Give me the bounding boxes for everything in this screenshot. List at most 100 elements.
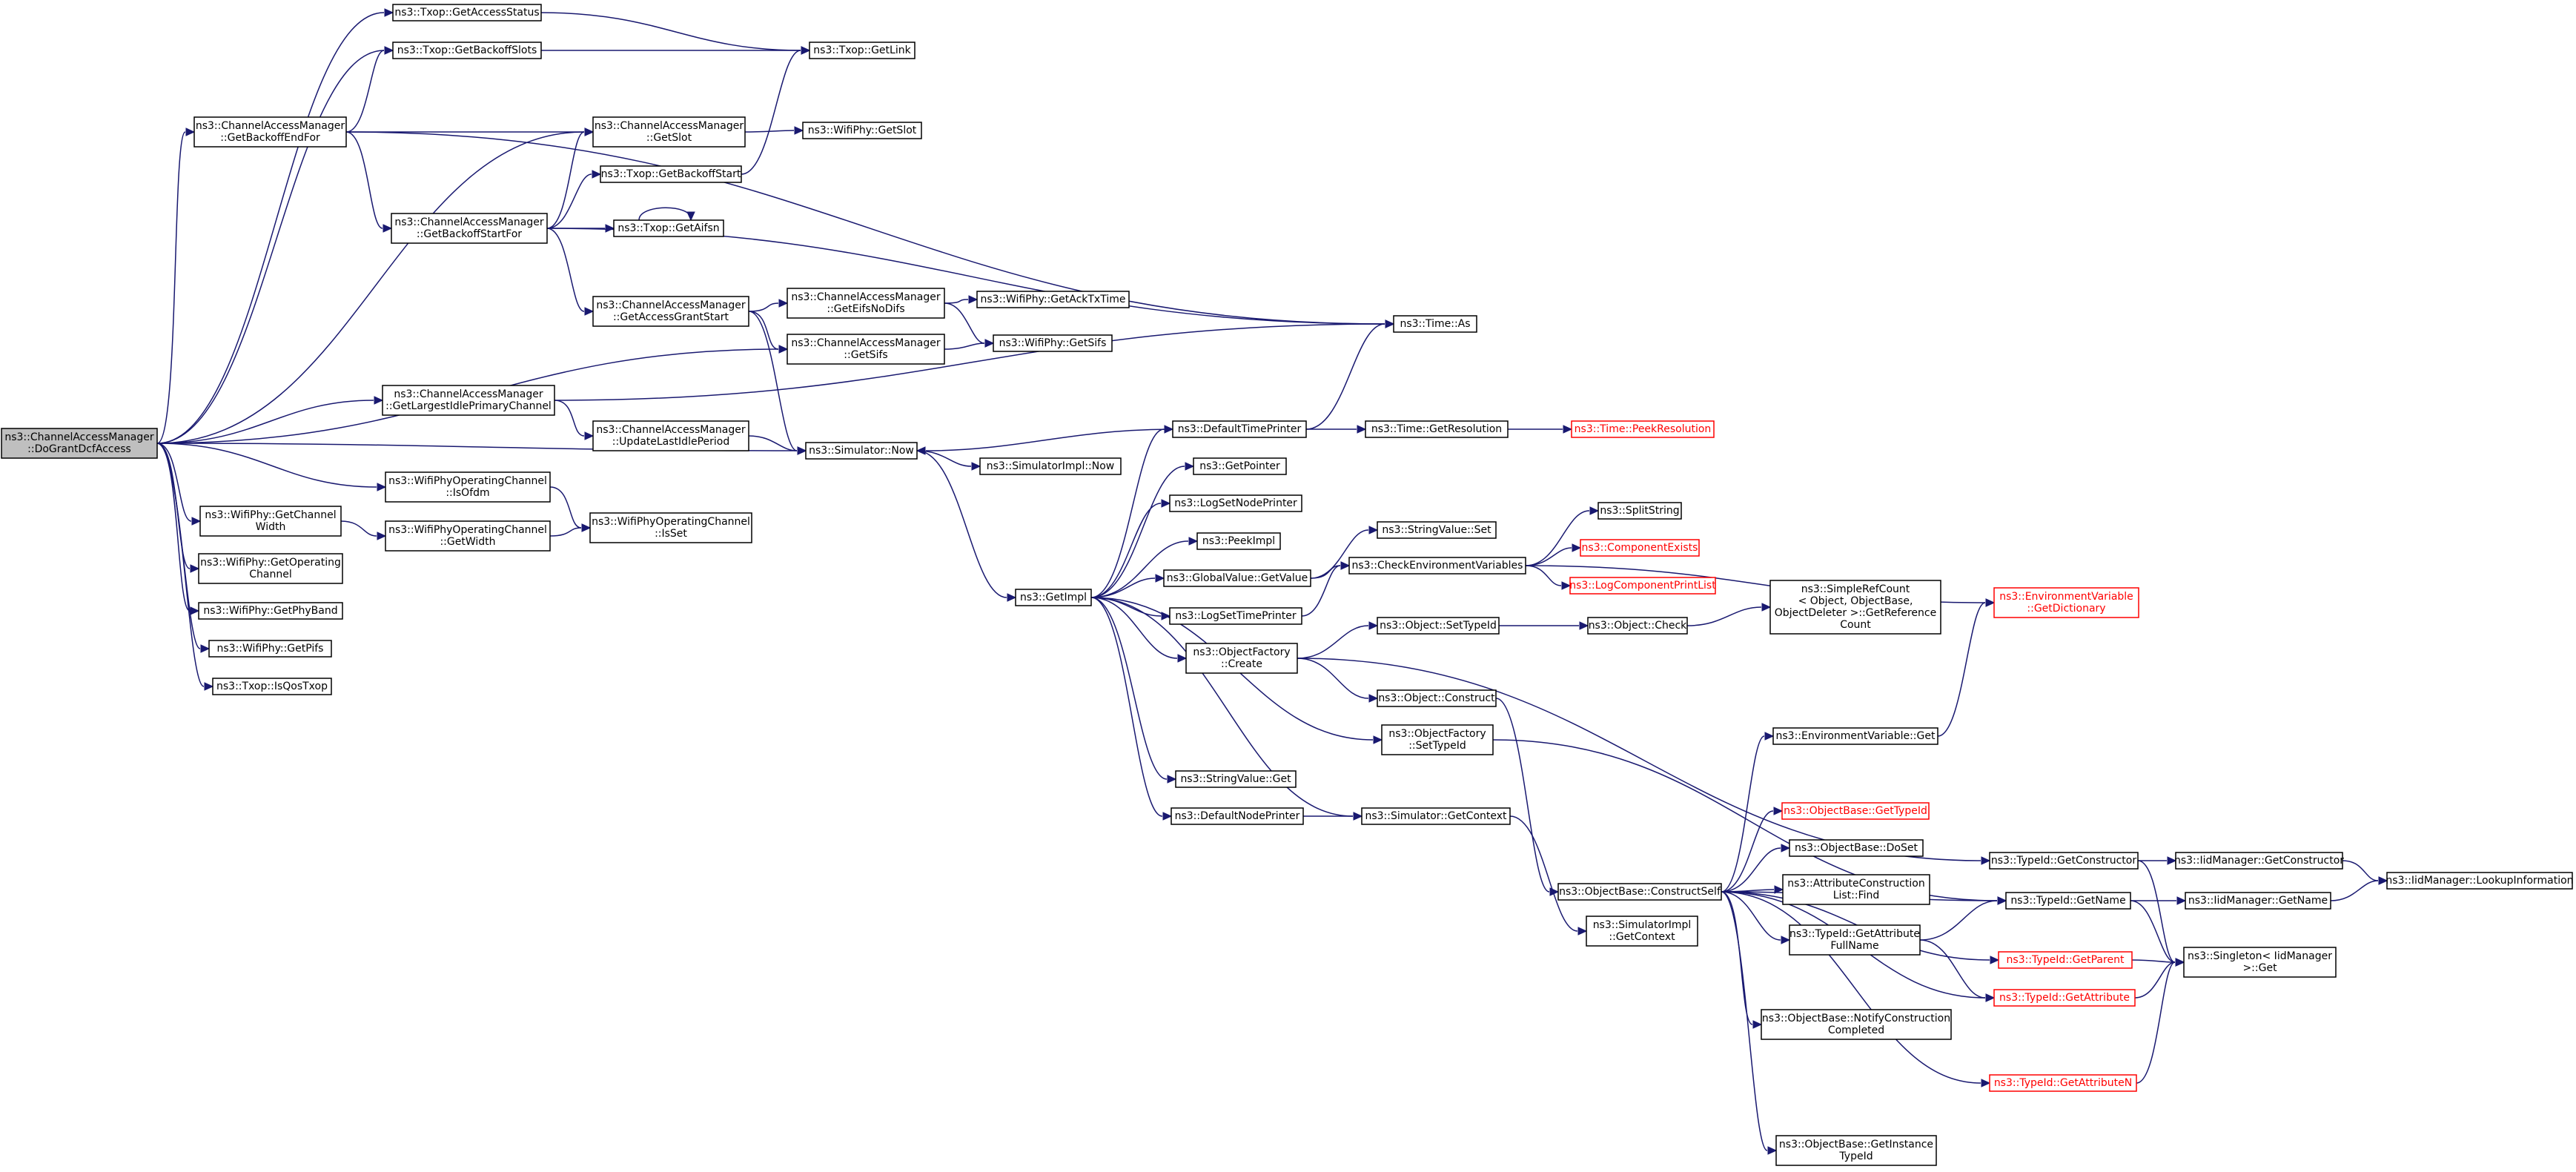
- node-get-largest-idle[interactable]: ns3::ChannelAccessManager::GetLargestIdl…: [382, 385, 555, 416]
- node-log-component-print-list[interactable]: ns3::LogComponentPrintList: [1569, 577, 1716, 595]
- node-type-id-get-constructor[interactable]: ns3::TypeId::GetConstructor: [1989, 852, 2139, 870]
- node-op-get-width[interactable]: ns3::WifiPhyOperatingChannel::GetWidth: [385, 520, 551, 552]
- node-object-set-type-id[interactable]: ns3::Object::SetTypeId: [1377, 617, 1500, 635]
- node-phy-get-slot[interactable]: ns3::WifiPhy::GetSlot: [802, 122, 922, 139]
- node-get-access-status[interactable]: ns3::Txop::GetAccessStatus: [392, 4, 542, 21]
- node-type-id-get-name[interactable]: ns3::TypeId::GetName: [2005, 892, 2131, 910]
- node-box: [1175, 770, 1297, 788]
- node-label: ::SetTypeId: [1408, 740, 1466, 752]
- node-get-phy-band[interactable]: ns3::WifiPhy::GetPhyBand: [198, 602, 343, 620]
- node-type-id-get-attribute[interactable]: ns3::TypeId::GetAttribute: [1993, 989, 2136, 1007]
- node-simple-ref-count[interactable]: ns3::SimpleRefCount< Object, ObjectBase,…: [1769, 580, 1941, 635]
- node-get-pointer[interactable]: ns3::GetPointer: [1193, 457, 1287, 475]
- node-update-last-idle[interactable]: ns3::ChannelAccessManager::UpdateLastIdl…: [592, 420, 749, 451]
- node-box: [1569, 577, 1716, 595]
- node-is-ofdm[interactable]: ns3::WifiPhyOperatingChannel::IsOfdm: [385, 471, 551, 503]
- node-string-value-set[interactable]: ns3::StringValue::Set: [1377, 521, 1497, 539]
- node-default-time-printer[interactable]: ns3::DefaultTimePrinter: [1172, 420, 1307, 438]
- edge-line: [340, 520, 377, 537]
- node-get-resolution[interactable]: ns3::Time::GetResolution: [1365, 420, 1509, 438]
- node-get-eifs-no-difs[interactable]: ns3::ChannelAccessManager::GetEifsNoDifs: [787, 288, 945, 319]
- arrowhead: [584, 307, 595, 316]
- node-type-id-get-attribute-n[interactable]: ns3::TypeId::GetAttributeN: [1989, 1074, 2137, 1092]
- node-object-check[interactable]: ns3::Object::Check: [1587, 617, 1688, 635]
- arrowhead: [584, 128, 595, 136]
- node-sim-impl-get-context[interactable]: ns3::SimulatorImpl::GetContext: [1586, 916, 1698, 947]
- node-log-set-node-printer[interactable]: ns3::LogSetNodePrinter: [1169, 494, 1302, 512]
- node-sim-get-context[interactable]: ns3::Simulator::GetContext: [1361, 807, 1511, 825]
- edge-root-to-get-operating-channel: [156, 443, 200, 573]
- node-get-link[interactable]: ns3::Txop::GetLink: [809, 42, 915, 59]
- node-default-node-printer[interactable]: ns3::DefaultNodePrinter: [1171, 807, 1304, 825]
- node-obj-base-get-type-id[interactable]: ns3::ObjectBase::GetTypeId: [1781, 802, 1930, 820]
- node-obj-base-do-set[interactable]: ns3::ObjectBase::DoSet: [1789, 839, 1924, 857]
- node-peek-impl[interactable]: ns3::PeekImpl: [1196, 532, 1281, 550]
- node-get-access-grant-start[interactable]: ns3::ChannelAccessManager::GetAccessGran…: [592, 296, 749, 327]
- arrowhead: [1353, 812, 1363, 821]
- node-get-backoff-end-for[interactable]: ns3::ChannelAccessManager::GetBackoffEnd…: [193, 116, 347, 148]
- node-split-string[interactable]: ns3::SplitString: [1597, 502, 1682, 520]
- edge-line: [156, 443, 205, 687]
- node-label: ns3::TypeId::GetConstructor: [1991, 855, 2136, 867]
- node-cam-get-sifs[interactable]: ns3::ChannelAccessManager::GetSifs: [787, 334, 945, 365]
- node-sim-impl-now[interactable]: ns3::SimulatorImpl::Now: [979, 457, 1122, 475]
- node-is-qos-txop[interactable]: ns3::Txop::IsQosTxop: [212, 678, 332, 695]
- node-cam-get-slot[interactable]: ns3::ChannelAccessManager::GetSlot: [592, 116, 746, 148]
- node-iid-get-name[interactable]: ns3::IidManager::GetName: [2185, 892, 2331, 910]
- arrowhead: [1177, 654, 1188, 663]
- node-type-id-get-parent[interactable]: ns3::TypeId::GetParent: [1998, 951, 2133, 969]
- edge-line: [156, 12, 385, 444]
- node-construct-self[interactable]: ns3::ObjectBase::ConstructSelf: [1557, 883, 1722, 901]
- arrowhead: [1752, 1020, 1763, 1029]
- node-label: ns3::Time::GetResolution: [1371, 423, 1502, 435]
- node-get-impl[interactable]: ns3::GetImpl: [1015, 589, 1092, 606]
- node-object-construct[interactable]: ns3::Object::Construct: [1377, 689, 1497, 707]
- node-get-backoff-start-for[interactable]: ns3::ChannelAccessManager::GetBackoffSta…: [391, 213, 548, 244]
- edge-check-env-vars-to-component-exists: [1525, 543, 1582, 566]
- node-check-env-vars[interactable]: ns3::CheckEnvironmentVariables: [1348, 557, 1526, 575]
- node-component-exists[interactable]: ns3::ComponentExists: [1580, 539, 1700, 557]
- node-get-backoff-slots[interactable]: ns3::Txop::GetBackoffSlots: [392, 42, 542, 59]
- edge-type-id-get-constructor-to-iid-get-constructor: [2138, 856, 2177, 865]
- node-singleton-get[interactable]: ns3::Singleton< IidManager>::Get: [2183, 947, 2337, 978]
- edge-line: [2134, 961, 2176, 999]
- node-op-is-set[interactable]: ns3::WifiPhyOperatingChannel::IsSet: [589, 512, 752, 543]
- node-time-as[interactable]: ns3::Time::As: [1393, 315, 1477, 333]
- edge-line: [156, 400, 374, 444]
- node-get-ack-tx-time[interactable]: ns3::WifiPhy::GetAckTxTime: [976, 291, 1130, 308]
- node-label: TypeId: [1838, 1151, 1873, 1162]
- edge-line: [1305, 323, 1385, 430]
- arrowhead: [2378, 876, 2388, 885]
- node-object-factory-set-type-id[interactable]: ns3::ObjectFactory::SetTypeId: [1381, 724, 1494, 755]
- node-sim-now[interactable]: ns3::Simulator::Now: [805, 442, 918, 460]
- node-env-var-get[interactable]: ns3::EnvironmentVariable::Get: [1772, 727, 1938, 745]
- node-phy-get-sifs[interactable]: ns3::WifiPhy::GetSifs: [993, 334, 1113, 352]
- node-global-value-get[interactable]: ns3::GlobalValue::GetValue: [1163, 569, 1311, 587]
- node-root[interactable]: ns3::ChannelAccessManager::DoGrantDcfAcc…: [1, 428, 158, 459]
- node-get-pifs[interactable]: ns3::WifiPhy::GetPifs: [208, 640, 332, 658]
- node-label: ns3::IidManager::GetName: [2188, 895, 2328, 907]
- node-env-var-get-dictionary[interactable]: ns3::EnvironmentVariable::GetDictionary: [1993, 587, 2139, 618]
- node-log-set-time-printer[interactable]: ns3::LogSetTimePrinter: [1169, 607, 1302, 625]
- edge-line: [1297, 625, 1369, 659]
- node-notify-construction-completed[interactable]: ns3::ObjectBase::NotifyConstructionCompl…: [1761, 1009, 1952, 1040]
- node-iid-get-constructor[interactable]: ns3::IidManager::GetConstructor: [2174, 852, 2344, 870]
- node-label: ::IsOfdm: [446, 487, 489, 499]
- node-iid-lookup[interactable]: ns3::IidManager::LookupInformation: [2385, 872, 2574, 890]
- node-label: < Object, ObjectBase,: [1798, 595, 1913, 607]
- node-box: [385, 520, 551, 552]
- edge-get-impl-to-peek-impl: [1090, 537, 1199, 598]
- node-peek-resolution[interactable]: ns3::Time::PeekResolution: [1571, 420, 1715, 438]
- node-get-aifsn[interactable]: ns3::Txop::GetAifsn: [613, 219, 724, 237]
- edge-construct-self-to-type-id-get-attribute-n: [1721, 891, 1991, 1087]
- node-label: ns3::GetImpl: [1020, 592, 1087, 603]
- node-get-backoff-start[interactable]: ns3::Txop::GetBackoffStart: [600, 165, 742, 183]
- node-string-value-get[interactable]: ns3::StringValue::Get: [1175, 770, 1297, 788]
- node-object-factory-create[interactable]: ns3::ObjectFactory::Create: [1185, 643, 1298, 674]
